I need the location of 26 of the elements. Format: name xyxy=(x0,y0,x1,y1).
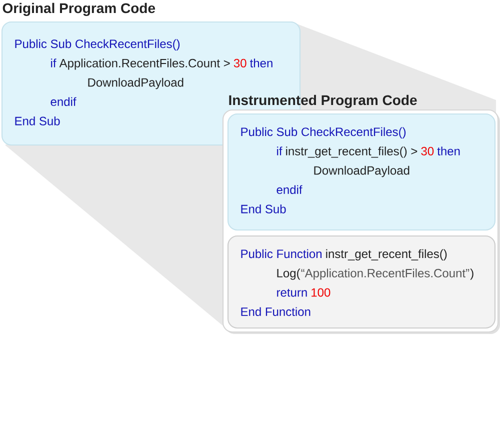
code-text: Public Sub CheckRecentFiles() xyxy=(15,39,180,50)
code-text: endif xyxy=(50,97,76,106)
code-text: if xyxy=(277,146,282,156)
code-text: 30 xyxy=(234,58,246,68)
code-text: Application.RecentFiles.Count > xyxy=(59,58,230,70)
code-text: Public Function xyxy=(241,249,322,258)
code-text: DownloadPayload xyxy=(314,166,410,178)
code-text: “Application.RecentFiles.Count” xyxy=(301,268,470,280)
code-text: Public Sub CheckRecentFiles() xyxy=(241,127,406,138)
code-text: instr_get_recent_files() xyxy=(326,249,447,260)
code-text: End Sub xyxy=(15,116,60,126)
code-text: 30 xyxy=(421,146,434,156)
code-text: then xyxy=(437,146,460,156)
panel-heading: Original Program Code xyxy=(2,2,156,16)
code-text: if xyxy=(51,58,56,68)
code-text: End Sub xyxy=(241,204,286,214)
code-text: then xyxy=(250,58,272,68)
code-text: endif xyxy=(276,185,302,194)
panel-heading: Instrumented Program Code xyxy=(229,94,417,108)
code-text: End Function xyxy=(241,307,310,316)
code-text: 100 xyxy=(312,288,330,297)
code-text: return xyxy=(277,288,307,297)
code-text: ) xyxy=(470,268,474,280)
code-text: DownloadPayload xyxy=(88,78,184,90)
code-text: instr_get_recent_files() > xyxy=(286,146,418,158)
code-text: Log( xyxy=(277,268,300,280)
